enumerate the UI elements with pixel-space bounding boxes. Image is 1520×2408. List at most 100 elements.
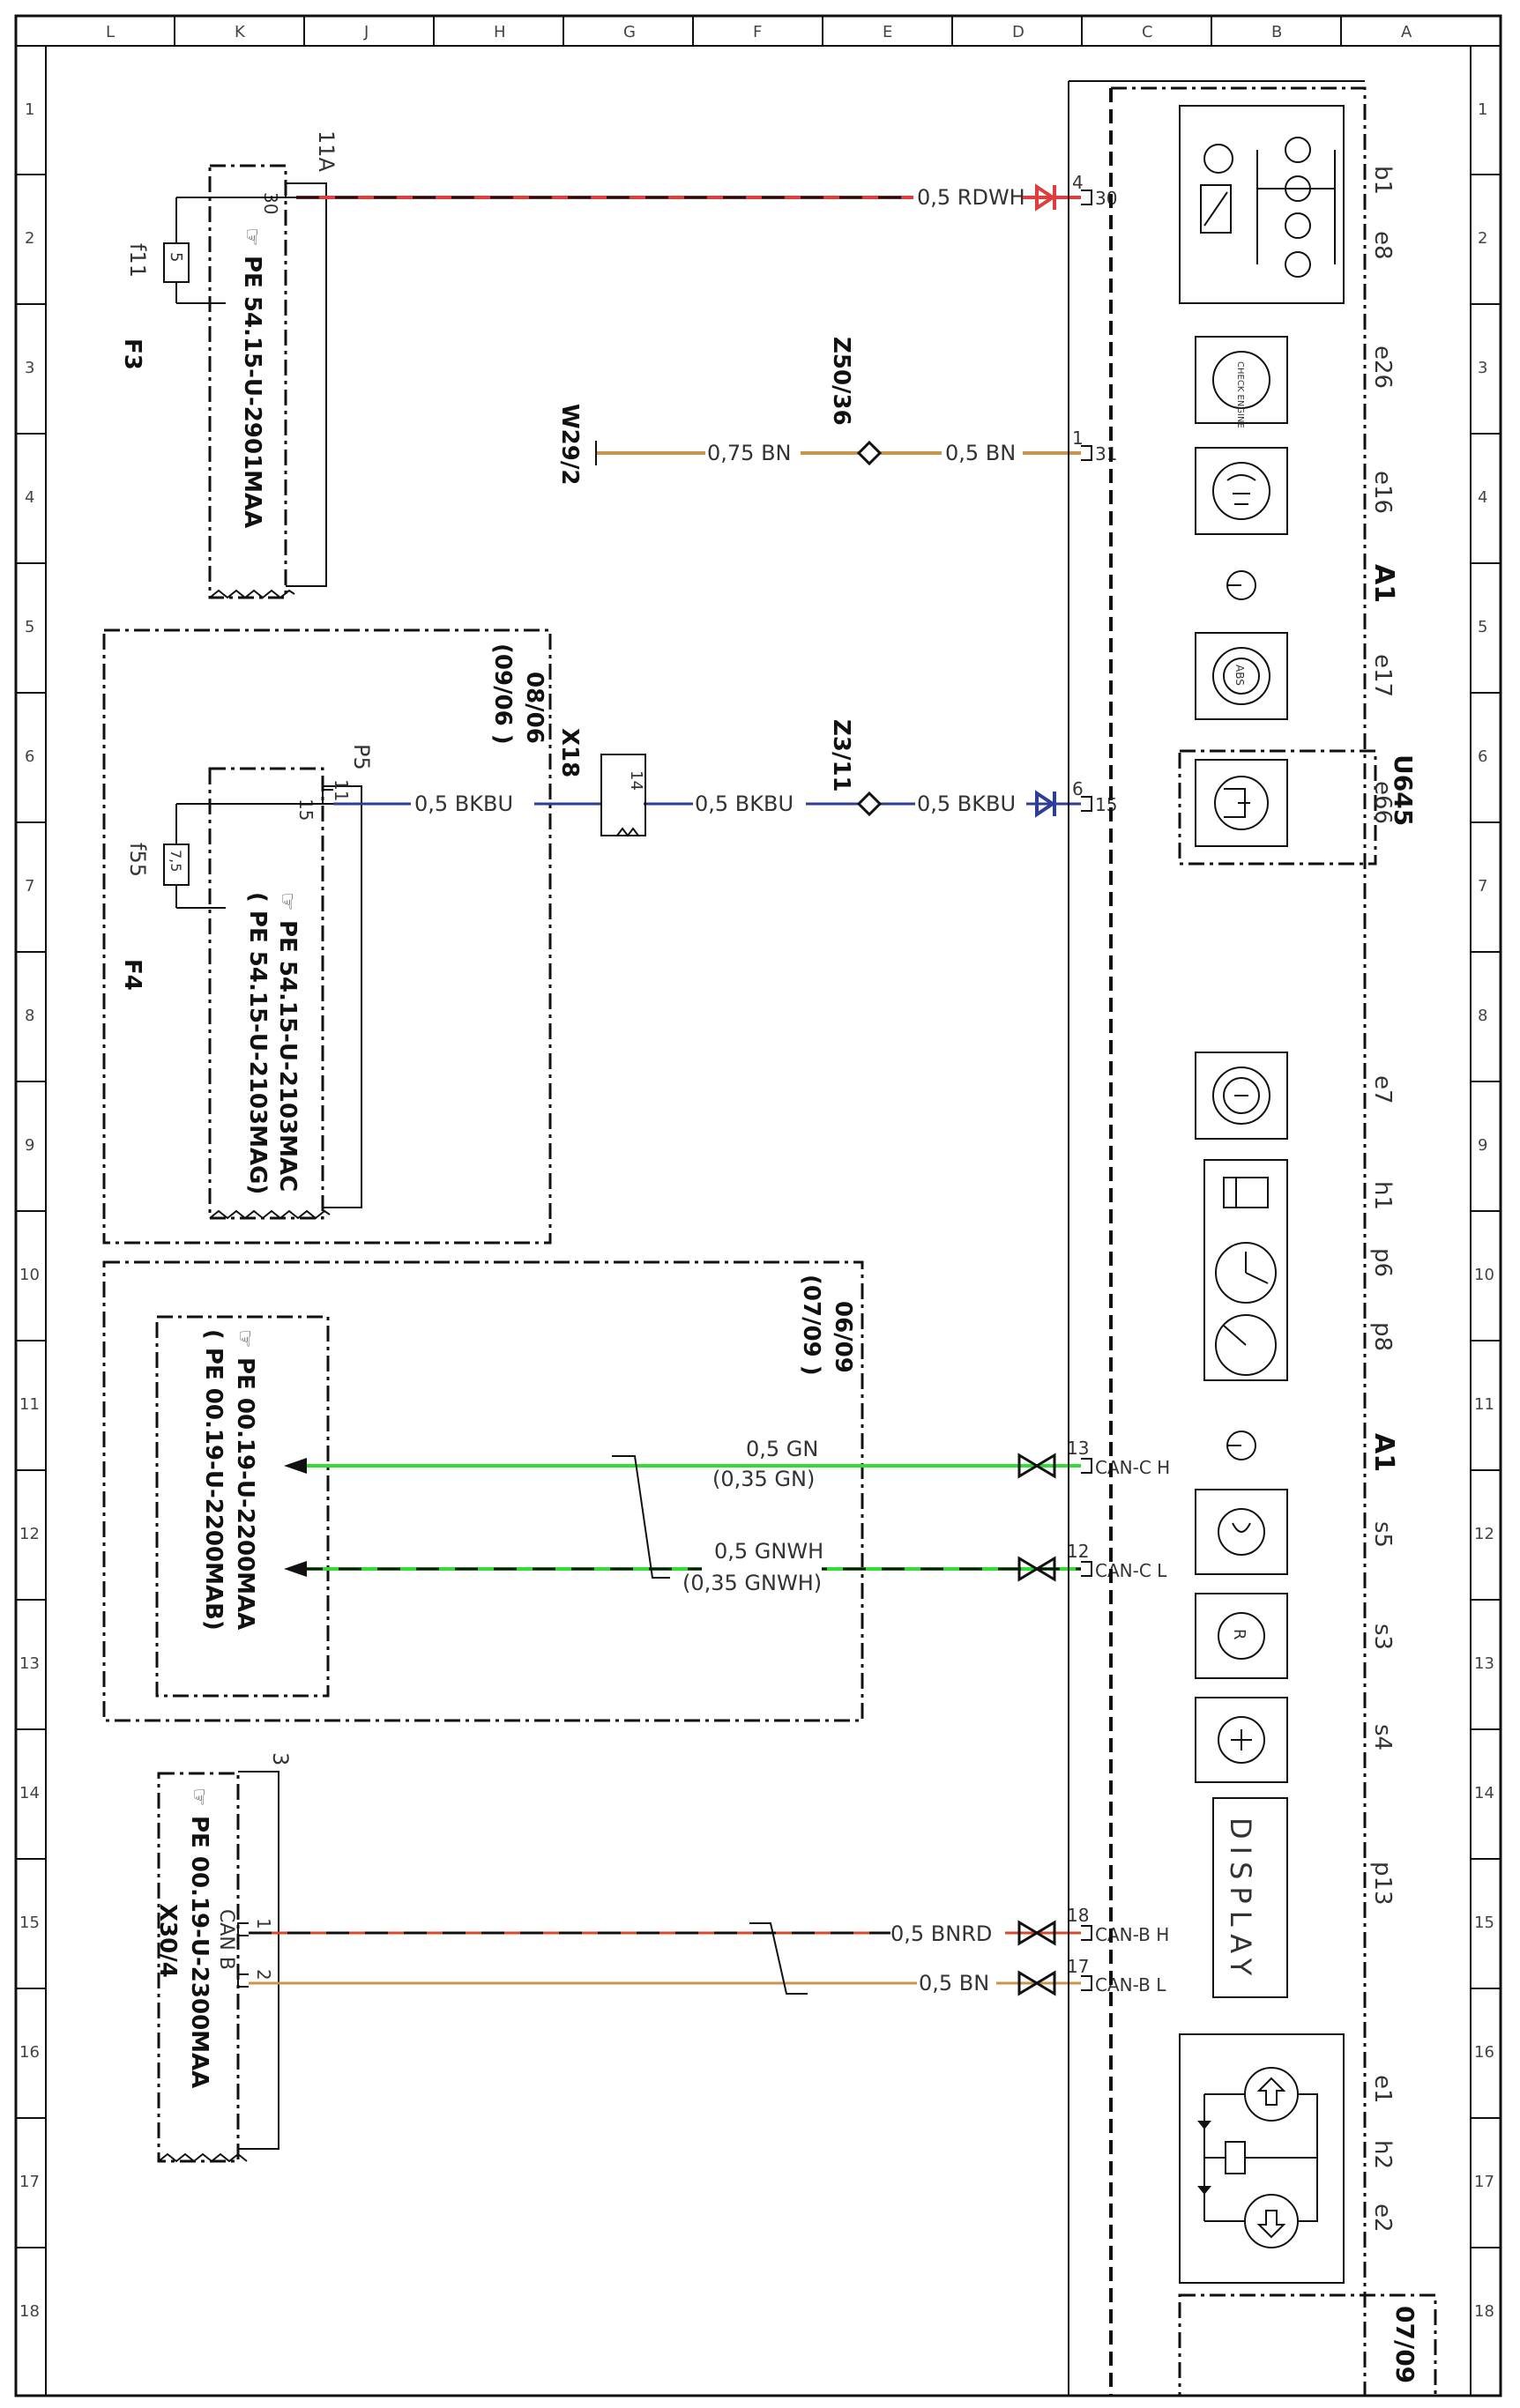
can-b-connector-label: X30/4 [154,1904,181,1978]
f3-fuse [163,242,190,283]
row-label: 14 [19,1784,40,1802]
fuel-sensor-icon [1203,144,1233,174]
wire-label-bnrd: 0,5 BNRD [890,1921,992,1946]
f3-pe-ref: PE 54.15-U-2901MAA [239,256,265,528]
code-e17: e17 [1369,654,1396,697]
twisted-pair-marker [749,1922,808,1995]
indicator-e66 [1195,759,1288,847]
glow-plug-icon [1212,462,1270,520]
hand-pointer-icon: ☞ [240,227,265,247]
f4-pe-ref-2: ( PE 54.15-U-2103MAG) [244,892,271,1194]
pin-12: 12 [1067,1541,1089,1562]
col-label: H [494,23,506,41]
f4-fuse-label: f55 [125,843,150,877]
arrow-left-icon [284,1458,307,1474]
arrow-left-icon [284,1561,307,1577]
cluster-sub: U645 [1389,754,1418,826]
splice-diamond-icon [856,791,883,817]
wire-label-gn-alt: (0,35 GN) [712,1467,815,1491]
indicator-e26 [1195,336,1288,424]
f4-rating: 7,5 [168,850,184,872]
can-b-pin-2: 2 [253,1969,274,1981]
f3-pin: 30 [260,192,281,214]
row-label: 18 [19,2302,40,2321]
col-label: G [623,23,636,41]
can-c-block: ☞ PE 00.19-U-2200MAA ( PE 00.19-U-2200MA… [102,1260,864,1722]
row-label: 9 [1478,1136,1487,1155]
splice-diamond-icon [856,440,883,466]
row-label: 15 [1474,1914,1494,1932]
col-label: F [753,23,762,41]
can-b-label: CAN B [215,1909,237,1970]
row-label: 7 [1478,877,1487,896]
wire-rdwh: 0,5 RDWH 4 30 [296,172,1117,212]
col-label: K [235,23,246,41]
code-s3: s3 [1369,1624,1396,1650]
f4-note-to: (09/06 ) [489,643,516,745]
connector-x18-pin: 14 [627,770,645,791]
display-p13 [1212,1797,1288,1998]
wire-label-bkbu-mid: 0,5 BKBU [695,792,794,816]
display-text: DISPLAY [1224,1817,1257,1982]
row-label: 5 [25,618,34,636]
pin-4: 4 [1072,172,1084,193]
can-b-ref: 3 [268,1752,293,1765]
clock-icon [1215,1242,1277,1304]
check-engine-icon [1212,351,1270,409]
wire-bkbu: 0,5 BKBU 14 X18 0,5 BKBU Z3/11 0,5 BKBU … [333,719,1117,837]
can-c-pe-ref-1: PE 00.19-U-2200MAA [232,1357,258,1630]
row-label: 16 [19,2043,40,2062]
button-s5 [1195,1489,1288,1575]
row-label: 11 [19,1395,40,1414]
gauge-panel-b1-e8 [1179,105,1345,304]
can-b-pin-1: 1 [253,1918,274,1929]
abs-text: ABS [1233,665,1246,686]
check-engine-text: CHECK ENGINE [1235,361,1245,428]
row-label: 3 [25,359,34,377]
wire-can-c-h: 0,5 GN (0,35 GN) 13 CAN-C H [284,1437,1170,1491]
wire-bn-ground: W29/2 0,75 BN Z50/36 0,5 BN 1 31 [556,337,1117,485]
button-s3 [1195,1593,1288,1679]
splice-label-z50: Z50/36 [828,337,854,426]
lamp-icon [1285,251,1311,278]
indicator-e16 [1195,447,1288,535]
indicator-e7 [1195,1052,1288,1140]
term-can-c-l: CAN-C L [1095,1560,1167,1581]
indicator-e17 [1195,632,1288,720]
row-label: 17 [19,2173,40,2191]
f4-pin: 15 [295,799,317,821]
code-e2: e2 [1369,2204,1396,2233]
ground-label: W29/2 [556,404,583,485]
can-b-connector: 3 ☞ PE 00.19-U-2300MAA X30/4 CAN B 1 2 [154,1752,293,2163]
row-label: 3 [1478,359,1487,377]
outer-frame [14,14,1502,2397]
col-label: E [883,23,892,41]
connector-double-arrow-icon [1017,1556,1056,1582]
connector-double-arrow-icon [1017,1920,1056,1946]
code-s4: s4 [1369,1724,1396,1750]
row-label: 8 [1478,1007,1487,1025]
reset-icon [1218,1612,1265,1660]
col-label: J [363,23,369,41]
buzzer-icon [1223,1177,1269,1208]
f4-note-from: 08/06 [521,672,548,744]
cluster-name-2: A1 [1368,1433,1399,1472]
row-label: 6 [1478,747,1487,766]
row-label: 9 [25,1136,34,1155]
hand-pointer-icon: ☞ [187,1787,212,1807]
f3-rating: 5 [167,252,185,262]
abs-icon [1212,647,1270,705]
fuse-block-f4: P5 11 15 7,5 f55 F4 ☞ PE 54.15-U-2103MAC… [102,628,552,1245]
footer-note: 07/09 [1390,2306,1419,2383]
col-label: A [1401,23,1412,41]
f4-terminal [322,789,333,805]
wire-label-rdwh: 0,5 RDWH [917,185,1025,210]
term-30: 30 [1095,188,1117,209]
f3-ref: 11A [314,130,339,173]
connector-arrow-icon [1035,183,1056,212]
row-label: 2 [1478,229,1487,248]
f3-block-label: F3 [119,338,145,370]
twisted-pair-marker [612,1455,670,1579]
cluster-name: A1 [1368,564,1399,603]
row-label: 2 [25,229,34,248]
